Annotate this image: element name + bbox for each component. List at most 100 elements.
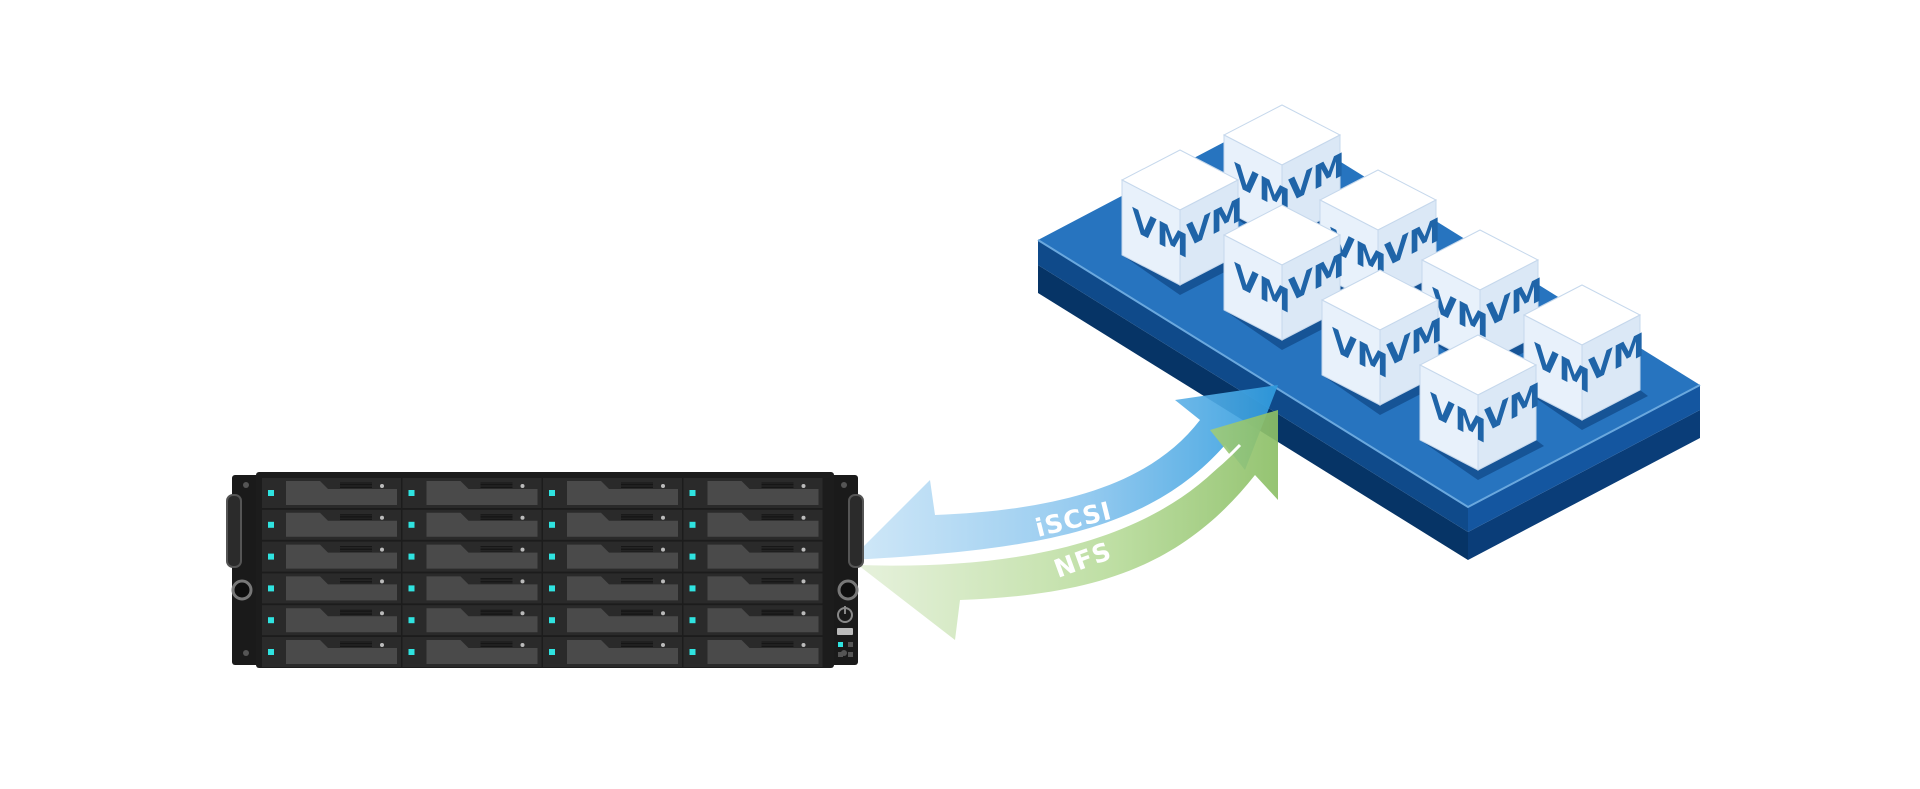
vm-cube-shadow (1420, 440, 1544, 480)
drive-tray (707, 576, 819, 601)
arrow-separator (857, 443, 1242, 564)
drive-bay[interactable] (543, 573, 682, 604)
drive-tray (707, 608, 819, 633)
drive-tray (567, 544, 678, 569)
drive-led (549, 553, 555, 560)
drive-tray (286, 640, 397, 664)
drive-bay[interactable] (262, 541, 401, 572)
drive-tray (567, 640, 678, 664)
drive-led (408, 521, 415, 528)
drive-bay[interactable] (402, 605, 542, 636)
drive-tray (426, 544, 538, 569)
drive-led (268, 617, 274, 624)
drive-latch-icon (801, 611, 806, 616)
drive-led (549, 617, 555, 624)
thumbscrew-left (231, 579, 253, 601)
drive-bay[interactable] (543, 509, 682, 540)
usb-port-icon[interactable] (837, 628, 853, 635)
drive-bay[interactable] (683, 541, 823, 572)
protocol-arrows: iSCSI NFS (850, 385, 1278, 640)
drive-bay[interactable] (683, 637, 823, 667)
drive-led (689, 617, 696, 624)
drive-latch-icon (380, 484, 384, 488)
drive-latch-icon (520, 547, 525, 552)
drive-bay[interactable] (543, 541, 682, 572)
drive-bay[interactable] (683, 605, 823, 636)
drive-latch-icon (661, 547, 665, 552)
drive-bay-grid (262, 478, 823, 667)
vm-cube-right-face (1581, 314, 1641, 421)
drive-latch-icon (520, 515, 525, 520)
drive-bay[interactable] (683, 478, 823, 508)
drive-tray (426, 640, 538, 664)
screw-hole (243, 650, 249, 656)
drive-latch-icon (520, 643, 525, 647)
drive-tray (286, 608, 397, 633)
drive-latch-icon (661, 515, 665, 520)
drive-latch-icon (801, 515, 806, 520)
platform-edge-highlight (1037, 239, 1701, 509)
nfs-arrow (858, 410, 1278, 640)
drive-led (408, 649, 415, 655)
drive-bay[interactable] (262, 637, 401, 667)
drive-latch-icon (801, 547, 806, 552)
drive-led (689, 553, 696, 560)
screw-hole (841, 482, 847, 488)
drive-latch-icon (380, 643, 384, 647)
drive-tray (426, 576, 538, 601)
drive-led (268, 521, 274, 528)
drive-latch-icon (801, 579, 806, 584)
drive-tray (286, 544, 397, 569)
drive-latch-icon (380, 547, 384, 552)
drive-led (549, 490, 555, 496)
platform-side-right (1468, 410, 1700, 560)
handle-left (226, 494, 242, 568)
drive-led (689, 521, 696, 528)
drive-tray (567, 576, 678, 601)
drive-bay[interactable] (402, 478, 542, 508)
drive-bay[interactable] (683, 509, 823, 540)
iscsi-arrow (850, 385, 1278, 560)
platform-side-left-upper (1038, 240, 1468, 532)
drive-led (549, 585, 555, 592)
drive-latch-icon (801, 643, 806, 647)
drive-bay[interactable] (262, 509, 401, 540)
drive-latch-icon (661, 611, 665, 616)
drive-tray (707, 481, 819, 505)
drive-bay[interactable] (543, 605, 682, 636)
drive-bay[interactable] (262, 605, 401, 636)
drive-tray (707, 544, 819, 569)
drive-bay[interactable] (402, 637, 542, 667)
drive-latch-icon (661, 579, 665, 584)
drive-tray (567, 608, 678, 633)
drive-tray (567, 512, 678, 537)
drive-latch-icon (380, 515, 384, 520)
handle-right (848, 494, 864, 568)
drive-latch-icon (520, 611, 525, 616)
drive-led (408, 553, 415, 560)
drive-led (268, 553, 274, 560)
drive-tray (707, 640, 819, 664)
drive-bay[interactable] (402, 509, 542, 540)
status-led (838, 642, 843, 647)
status-led (838, 652, 843, 657)
drive-led (408, 585, 415, 592)
drive-led (549, 521, 555, 528)
drive-led (268, 490, 274, 496)
drive-latch-icon (520, 484, 525, 488)
drive-bay[interactable] (262, 573, 401, 604)
drive-bay[interactable] (402, 573, 542, 604)
drive-bay[interactable] (543, 478, 682, 508)
drive-bay[interactable] (683, 573, 823, 604)
drive-bay[interactable] (543, 637, 682, 667)
drive-led (268, 649, 274, 655)
drive-latch-icon (661, 643, 665, 647)
drive-bay[interactable] (262, 478, 401, 508)
drive-bay[interactable] (402, 541, 542, 572)
drive-latch-icon (661, 484, 665, 488)
